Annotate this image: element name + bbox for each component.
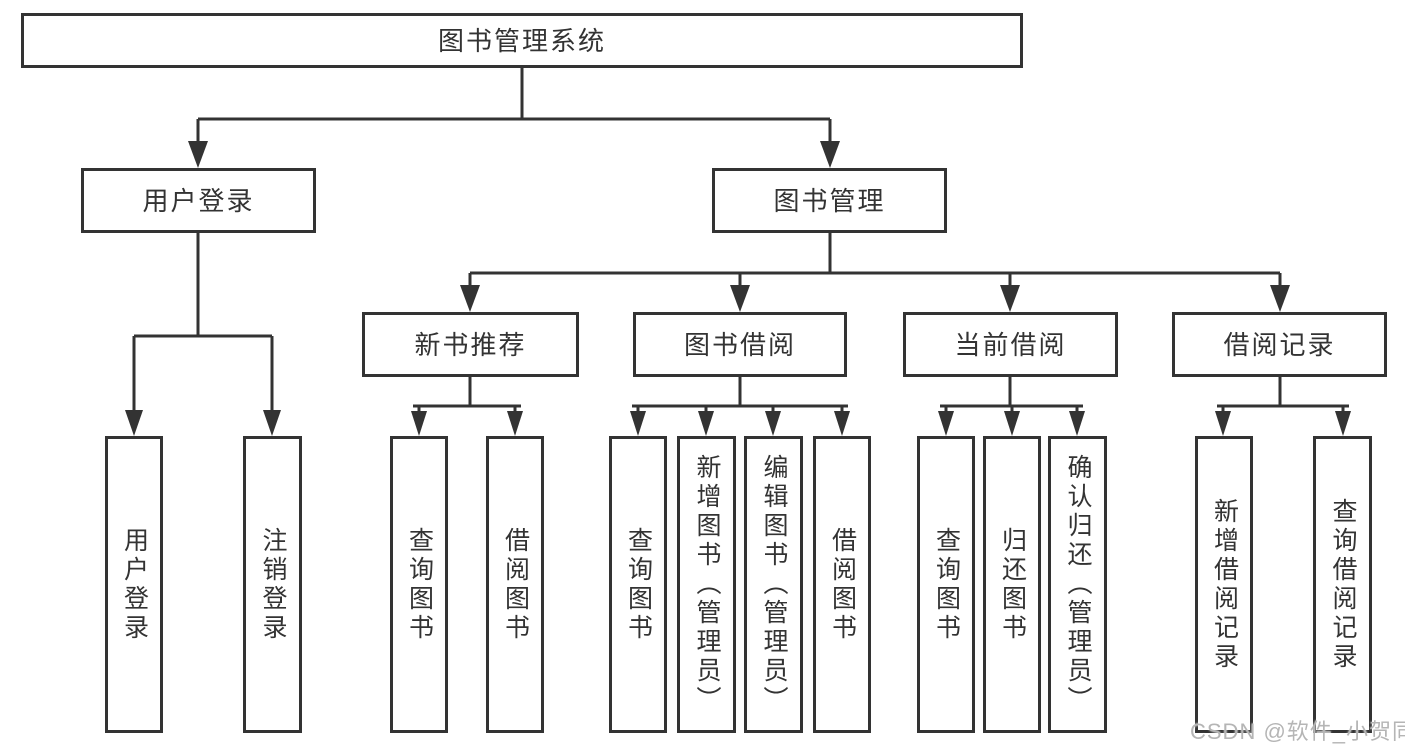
leaf-user-login-label: 用户登录 bbox=[120, 526, 149, 643]
leaf-add-borrow-record: 新增借阅记录 bbox=[1195, 436, 1253, 733]
leaf-return-book: 归还图书 bbox=[983, 436, 1041, 733]
arrow-down-icon bbox=[1215, 411, 1231, 436]
connector-user-login-to-leaves bbox=[125, 232, 281, 436]
node-new-book-recommend-label: 新书推荐 bbox=[414, 329, 527, 360]
leaf-query-books-borrow: 查询图书 bbox=[609, 436, 667, 733]
arrow-down-icon bbox=[1335, 411, 1351, 436]
node-book-borrow: 图书借阅 bbox=[633, 312, 847, 377]
leaf-add-book-admin: 新增图书（管理员） bbox=[677, 436, 736, 733]
leaf-borrow-books-recommend: 借阅图书 bbox=[486, 436, 544, 733]
arrow-down-icon bbox=[1000, 285, 1020, 312]
arrow-down-icon bbox=[765, 411, 781, 436]
arrow-down-icon bbox=[125, 410, 143, 436]
leaf-query-borrow-record-label: 查询借阅记录 bbox=[1329, 497, 1357, 672]
arrow-down-icon bbox=[460, 285, 480, 312]
leaf-query-books-borrow-label: 查询图书 bbox=[624, 526, 653, 643]
leaf-query-books-current: 查询图书 bbox=[917, 436, 975, 733]
arrow-down-icon bbox=[630, 411, 646, 436]
arrow-down-icon bbox=[938, 411, 954, 436]
leaf-confirm-return-admin: 确认归还（管理员） bbox=[1048, 436, 1107, 733]
leaf-add-borrow-record-label: 新增借阅记录 bbox=[1210, 497, 1239, 672]
arrow-down-icon bbox=[263, 410, 281, 436]
leaf-borrow-books: 借阅图书 bbox=[813, 436, 871, 733]
connector-borrow-records-to-leaves bbox=[1215, 377, 1351, 436]
node-user-login-label: 用户登录 bbox=[142, 185, 255, 216]
node-book-management-label: 图书管理 bbox=[773, 185, 886, 216]
node-current-borrow: 当前借阅 bbox=[903, 312, 1118, 377]
leaf-user-login: 用户登录 bbox=[105, 436, 163, 733]
leaf-edit-book-admin: 编辑图书（管理员） bbox=[744, 436, 803, 733]
node-book-borrow-label: 图书借阅 bbox=[683, 329, 796, 360]
leaf-logout: 注销登录 bbox=[243, 436, 302, 733]
node-current-borrow-label: 当前借阅 bbox=[954, 329, 1067, 360]
arrow-down-icon bbox=[1270, 285, 1290, 312]
leaf-borrow-books-label: 借阅图书 bbox=[828, 526, 857, 643]
node-user-login: 用户登录 bbox=[81, 168, 316, 233]
connector-current-borrow-to-leaves bbox=[938, 377, 1085, 436]
arrow-down-icon bbox=[188, 141, 208, 168]
leaf-borrow-books-recommend-label: 借阅图书 bbox=[501, 526, 530, 643]
arrow-down-icon bbox=[730, 285, 750, 312]
node-borrow-records: 借阅记录 bbox=[1172, 312, 1387, 377]
csdn-watermark: CSDN @软件_小贺同学 bbox=[1190, 719, 1405, 744]
arrow-down-icon bbox=[507, 411, 523, 436]
leaf-query-books-recommend: 查询图书 bbox=[390, 436, 448, 733]
connector-book-borrow-to-leaves bbox=[630, 377, 850, 436]
leaf-query-books-recommend-label: 查询图书 bbox=[405, 526, 434, 643]
arrow-down-icon bbox=[834, 411, 850, 436]
node-borrow-records-label: 借阅记录 bbox=[1223, 329, 1336, 360]
arrow-down-icon bbox=[820, 141, 840, 168]
node-new-book-recommend: 新书推荐 bbox=[362, 312, 579, 377]
leaf-edit-book-admin-label: 编辑图书（管理员） bbox=[760, 454, 788, 715]
leaf-logout-label: 注销登录 bbox=[259, 526, 287, 643]
node-root-label: 图书管理系统 bbox=[437, 25, 606, 56]
arrow-down-icon bbox=[411, 411, 427, 436]
leaf-query-borrow-record: 查询借阅记录 bbox=[1313, 436, 1372, 733]
connector-book-management-to-level3 bbox=[460, 233, 1290, 312]
arrow-down-icon bbox=[1004, 411, 1020, 436]
arrow-down-icon bbox=[698, 411, 714, 436]
leaf-return-book-label: 归还图书 bbox=[998, 526, 1027, 643]
connector-root-to-level2 bbox=[188, 68, 840, 168]
leaf-add-book-admin-label: 新增图书（管理员） bbox=[693, 454, 721, 715]
leaf-confirm-return-admin-label: 确认归还（管理员） bbox=[1064, 454, 1092, 715]
arrow-down-icon bbox=[1069, 411, 1085, 436]
leaf-query-books-current-label: 查询图书 bbox=[932, 526, 961, 643]
node-book-management: 图书管理 bbox=[712, 168, 947, 233]
node-root: 图书管理系统 bbox=[21, 13, 1023, 68]
connector-new-book-recommend-to-leaves bbox=[411, 377, 523, 436]
